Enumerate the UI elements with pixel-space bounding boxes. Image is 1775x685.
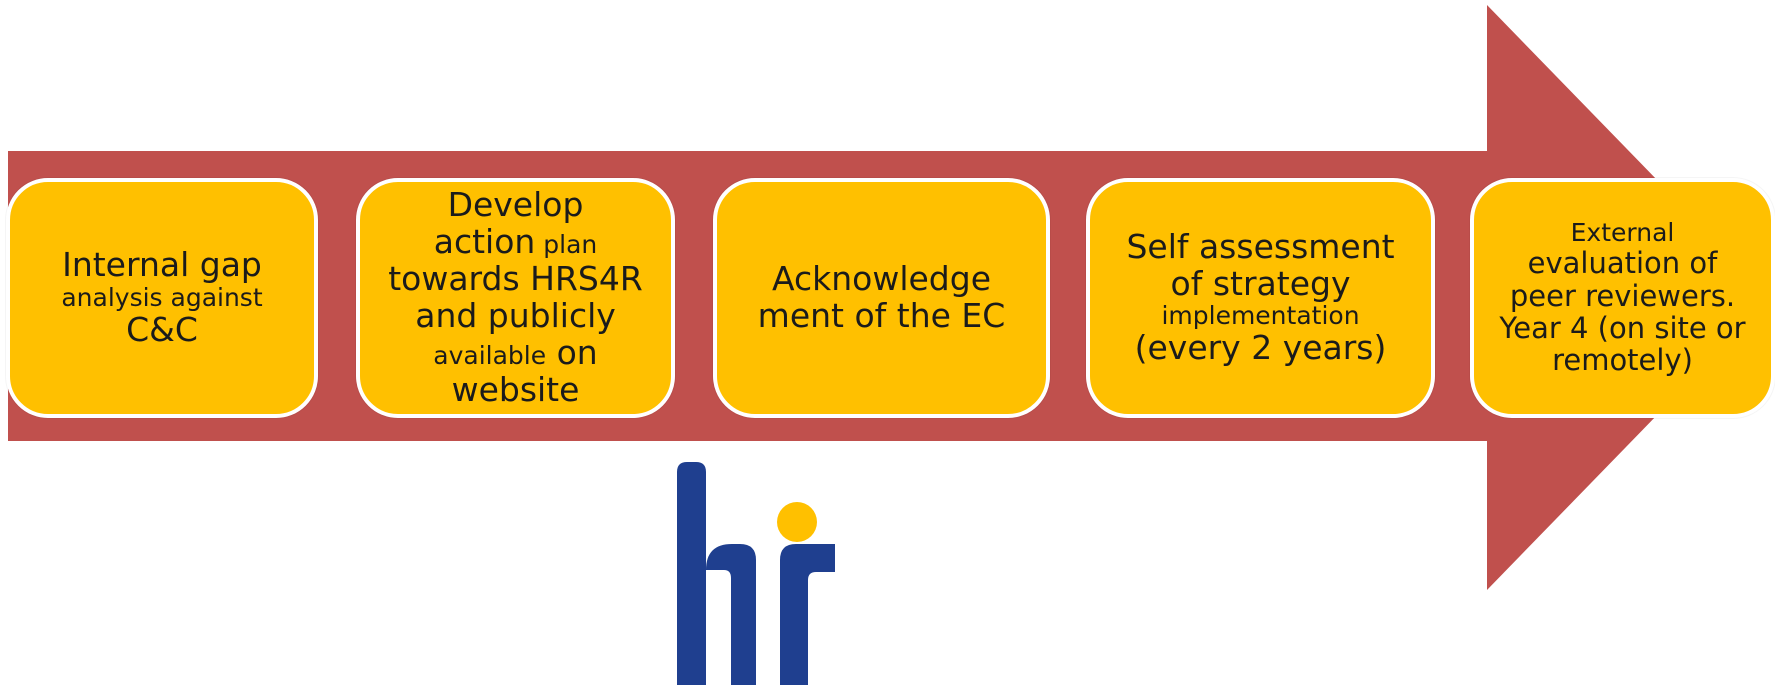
step-line: (every 2 years) bbox=[1134, 328, 1387, 368]
logo-h-arch bbox=[706, 544, 756, 685]
step-line: of strategy bbox=[1170, 263, 1351, 303]
step-line: and publicly bbox=[415, 296, 616, 335]
step-line: Develop bbox=[447, 185, 584, 225]
logo-r-stroke bbox=[780, 544, 835, 685]
step-line-part: plan bbox=[535, 230, 598, 260]
step-line: towards HRS4R bbox=[388, 259, 643, 299]
step-line: Self assessment bbox=[1126, 226, 1395, 266]
step-line: evaluation of bbox=[1527, 246, 1718, 281]
step-line: remotely) bbox=[1552, 343, 1693, 378]
step-line-part: action bbox=[433, 222, 536, 262]
step-line: peer reviewers. bbox=[1509, 278, 1736, 313]
step-line: Internal gap bbox=[62, 245, 262, 285]
step-line: available on bbox=[433, 332, 598, 372]
step-line: implementation bbox=[1161, 301, 1360, 331]
logo-h-stroke bbox=[677, 462, 706, 685]
step-line: analysis against bbox=[61, 283, 263, 312]
step-line: Acknowledge bbox=[771, 259, 991, 299]
step-line: External bbox=[1570, 218, 1675, 248]
step-line: website bbox=[451, 369, 580, 409]
step-line: ment of the EC bbox=[757, 296, 1006, 335]
step-line: C&C bbox=[126, 310, 198, 349]
logo-dot bbox=[777, 502, 817, 542]
hr-logo-icon bbox=[677, 462, 835, 685]
step-line: action plan bbox=[433, 222, 598, 262]
step-line-part: available bbox=[433, 340, 547, 370]
step-line-part: on bbox=[546, 332, 598, 372]
step-line: Year 4 (on site or bbox=[1499, 311, 1746, 345]
